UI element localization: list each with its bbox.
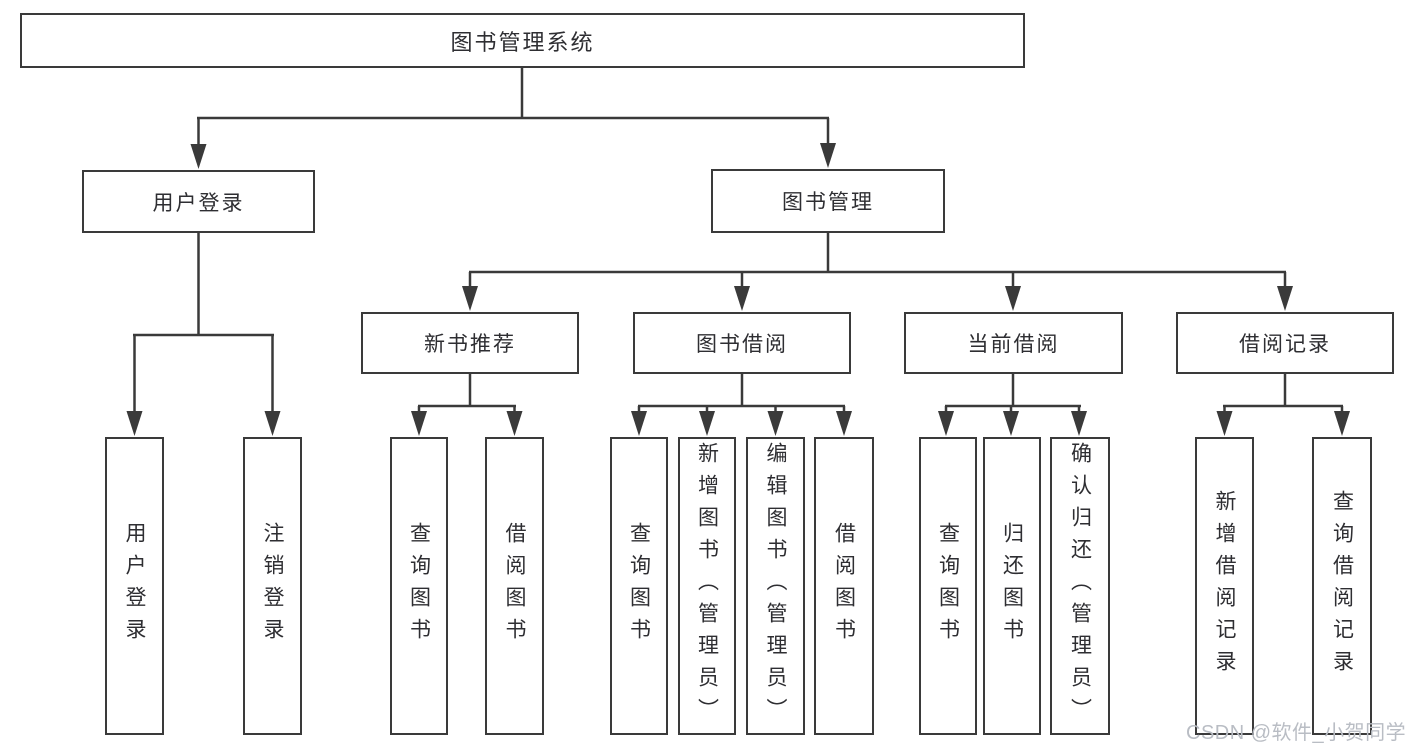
leaf-user-login-label: 用户登录	[123, 522, 146, 650]
leaf-edit-book-admin: 编辑图书（管理员）	[746, 437, 805, 735]
leaf-query-books-current: 查询图书	[919, 437, 977, 735]
node-user-login-label: 用户登录	[152, 191, 245, 215]
leaf-add-book-admin-label: 新增图书（管理员）	[695, 442, 719, 730]
node-current-borrowing-label: 当前借阅	[967, 333, 1060, 356]
node-book-borrowing: 图书借阅	[633, 312, 851, 374]
node-root: 图书管理系统	[20, 13, 1025, 68]
leaf-query-borrow-record-label: 查询借阅记录	[1330, 490, 1354, 682]
leaf-borrow-books-recommend: 借阅图书	[485, 437, 544, 735]
leaf-query-books-recommend: 查询图书	[390, 437, 448, 735]
node-current-borrowing: 当前借阅	[904, 312, 1123, 374]
leaf-query-books-recommend-label: 查询图书	[407, 522, 431, 650]
leaf-logout-label: 注销登录	[261, 522, 284, 650]
leaf-edit-book-admin-label: 编辑图书（管理员）	[764, 442, 787, 730]
node-book-borrowing-label: 图书借阅	[696, 333, 788, 356]
node-borrowing-records: 借阅记录	[1176, 312, 1394, 374]
leaf-query-books-current-label: 查询图书	[936, 522, 960, 650]
leaf-return-book-label: 归还图书	[1000, 522, 1024, 650]
node-book-management: 图书管理	[711, 169, 945, 233]
leaf-query-books-borrowing-label: 查询图书	[627, 522, 651, 650]
leaf-add-borrow-record: 新增借阅记录	[1195, 437, 1254, 735]
leaf-borrow-books-recommend-label: 借阅图书	[503, 522, 526, 650]
node-new-book-recommend: 新书推荐	[361, 312, 579, 374]
node-borrowing-records-label: 借阅记录	[1239, 333, 1331, 356]
leaf-query-borrow-record: 查询借阅记录	[1312, 437, 1372, 735]
leaf-user-login: 用户登录	[105, 437, 164, 735]
leaf-borrow-books-borrowing-label: 借阅图书	[832, 522, 856, 650]
node-user-login: 用户登录	[82, 170, 315, 233]
node-book-management-label: 图书管理	[782, 191, 874, 214]
node-new-book-recommend-label: 新书推荐	[424, 333, 516, 356]
leaf-borrow-books-borrowing: 借阅图书	[814, 437, 874, 735]
leaf-add-borrow-record-label: 新增借阅记录	[1213, 490, 1236, 682]
leaf-logout: 注销登录	[243, 437, 302, 735]
csdn-watermark: CSDN @软件_小贺同学	[1186, 722, 1405, 744]
node-root-label: 图书管理系统	[450, 29, 595, 55]
leaf-query-books-borrowing: 查询图书	[610, 437, 668, 735]
leaf-add-book-admin: 新增图书（管理员）	[678, 437, 736, 735]
leaf-confirm-return-admin-label: 确认归还（管理员）	[1068, 442, 1092, 730]
leaf-return-book: 归还图书	[983, 437, 1041, 735]
leaf-confirm-return-admin: 确认归还（管理员）	[1050, 437, 1110, 735]
